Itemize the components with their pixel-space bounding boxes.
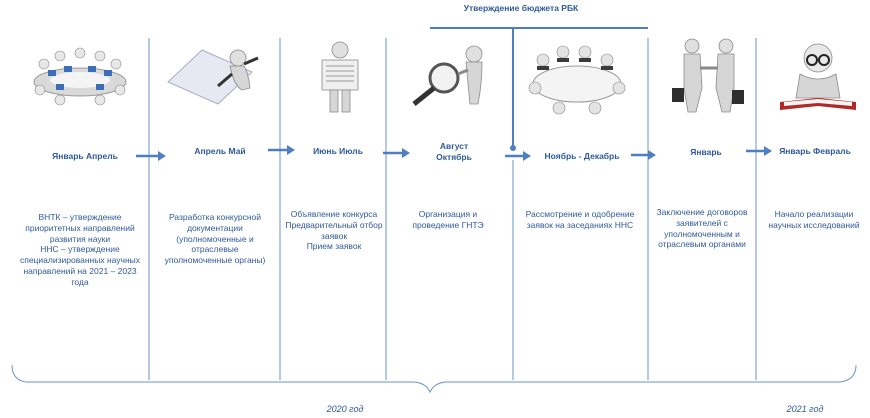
stage-title-4: Август Октябрь [436, 141, 472, 162]
stage-title-6: Январь [690, 147, 722, 157]
stage-title-7: Январь Февраль [779, 146, 851, 156]
stage-description-1: ВНТК – утверждение приоритетных направле… [19, 212, 141, 287]
stage-description-5: Рассмотрение и одобрение заявок на засед… [525, 209, 635, 230]
year-label-2021: 2021 год [786, 404, 824, 414]
round-table-computers-icon [33, 47, 127, 106]
person-reading-newspaper-icon [321, 41, 359, 113]
stage-description-7: Начало реализации научных исследований [768, 209, 860, 230]
stage-description-6: Заключение договоров заявителей с уполно… [656, 207, 748, 250]
person-reading-book-icon [780, 43, 856, 110]
budget-connector-dot [510, 145, 516, 151]
arrow-4 [505, 151, 531, 161]
stage-title-5: Ноябрь - Декабрь [544, 151, 620, 161]
budget-label: Утверждение бюджета РБК [463, 3, 579, 13]
arrow-2 [268, 145, 295, 155]
arrow-3 [383, 148, 410, 158]
stage-title-3: Июнь Июль [313, 146, 363, 156]
arrow-1 [136, 151, 166, 161]
arrow-6 [746, 146, 772, 156]
meeting-table-icon [528, 45, 626, 115]
stage-description-4: Организация и проведение ГНТЭ [412, 209, 484, 230]
handshake-icon [672, 38, 744, 113]
stage-title-2: Апрель Май [194, 146, 246, 156]
year-label-2020: 2020 год [326, 404, 364, 414]
person-with-magnifier-icon [412, 45, 483, 106]
stage-title-1: Январь Апрель [52, 151, 118, 161]
stage-description-3: Объявление конкурса Предварительный отбо… [285, 209, 383, 252]
arrow-5 [631, 150, 656, 160]
person-writing-document-icon [167, 49, 259, 105]
stage-description-2: Разработка конкурсной документации (упол… [164, 212, 266, 266]
year-brace [11, 364, 857, 394]
